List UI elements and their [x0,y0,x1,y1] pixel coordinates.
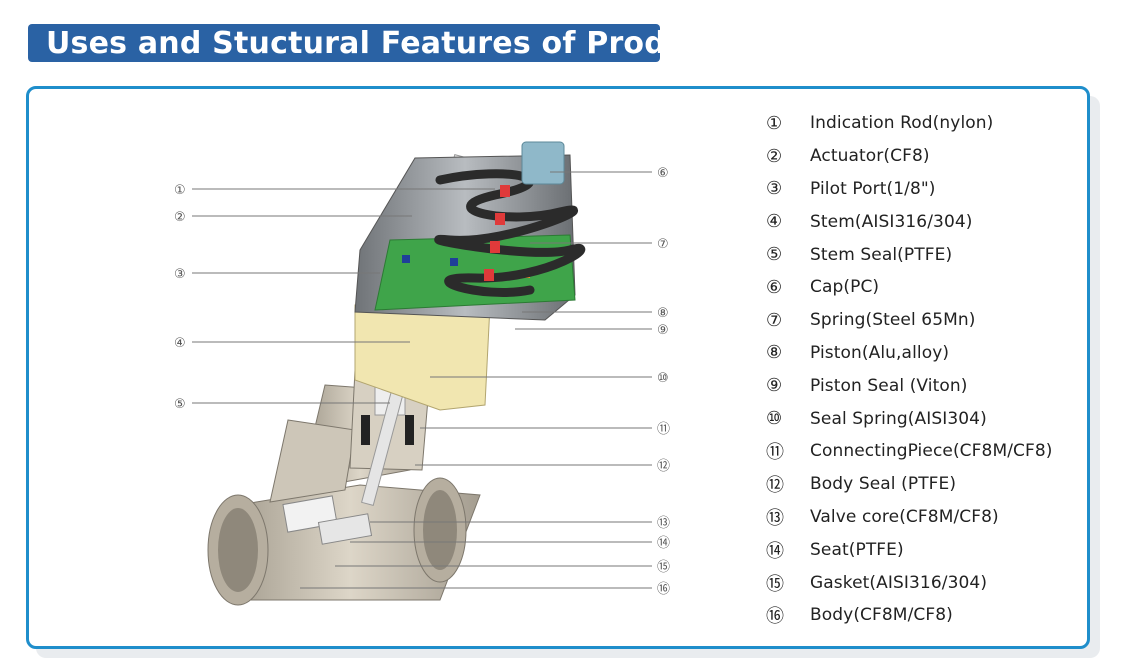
svg-text:⑥: ⑥ [657,166,669,181]
svg-text:④: ④ [174,336,186,351]
title-banner: Uses and Stuctural Features of Product [28,24,720,62]
part-name: Actuator(CF8) [810,146,930,167]
svg-text:①: ① [174,183,186,198]
list-item: ④ Stem(AISI316/304) [766,205,1086,238]
svg-text:⑦: ⑦ [657,237,669,252]
list-item: ⑪ ConnectingPiece(CF8M/CF8) [766,435,1086,468]
cap [521,141,565,185]
list-item: ⑧ Piston(Alu,alloy) [766,337,1086,370]
svg-text:⑪: ⑪ [657,422,670,437]
part-number: ⑨ [766,375,783,397]
svg-text:⑫: ⑫ [657,459,670,474]
part-number: ⑤ [766,244,783,266]
part-number: ③ [766,178,783,200]
part-number: ④ [766,211,783,233]
part-name: Body(CF8M/CF8) [810,605,953,626]
parts-list: ① Indication Rod(nylon) ② Actuator(CF8) ③ P… [766,107,1086,632]
part-number: ⑦ [766,309,783,331]
svg-text:⑩: ⑩ [657,371,669,386]
part-number: ⑮ [766,573,784,595]
part-number: ② [766,145,783,167]
svg-text:⑨: ⑨ [657,323,669,338]
svg-text:⑧: ⑧ [657,306,669,321]
indication-rod [484,185,510,281]
list-item: ② Actuator(CF8) [766,140,1086,173]
part-name: Seat(PTFE) [810,539,904,560]
part-name: Stem(AISI316/304) [810,211,973,232]
list-item: ③ Pilot Port(1/8") [766,173,1086,206]
list-item: ⑯ Body(CF8M/CF8) [766,599,1086,632]
part-number: ⑧ [766,342,783,364]
part-number: ⑭ [766,540,784,562]
list-item: ⑥ Cap(PC) [766,271,1086,304]
part-name: Cap(PC) [810,277,880,298]
part-number: ⑯ [766,606,784,628]
part-name: Stem Seal(PTFE) [810,244,953,265]
part-number: ⑪ [766,442,784,464]
list-item: ① Indication Rod(nylon) [766,107,1086,140]
callouts: ① ② ③ ④ ⑤ ⑥ ⑦ ⑧ ⑨ ⑩ ⑪ ⑫ ⑬ ⑭ ⑮ ⑯ [174,166,670,597]
list-item: ⑫ Body Seal (PTFE) [766,468,1086,501]
part-name: Pilot Port(1/8") [810,178,936,199]
svg-text:⑮: ⑮ [657,560,670,575]
list-item: ⑩ Seal Spring(AISI304) [766,402,1086,435]
part-name: Gasket(AISI316/304) [810,572,988,593]
part-number: ⑫ [766,475,784,497]
valve-diagram: ① ② ③ ④ ⑤ ⑥ ⑦ ⑧ ⑨ ⑩ ⑪ ⑫ ⑬ ⑭ ⑮ ⑯ [174,141,670,606]
part-name: Spring(Steel 65Mn) [810,310,976,331]
part-name: Body Seal (PTFE) [810,474,957,495]
svg-text:⑬: ⑬ [657,516,670,531]
svg-text:⑯: ⑯ [657,582,670,597]
list-item: ⑨ Piston Seal (Viton) [766,369,1086,402]
part-number: ⑬ [766,507,784,529]
page-title: Uses and Stuctural Features of Product [46,26,721,61]
part-name: Piston Seal (Viton) [810,375,968,396]
valve-body [207,384,481,606]
part-number: ⑩ [766,408,783,430]
part-name: Indication Rod(nylon) [810,113,994,134]
actuator-spring [434,169,586,297]
list-item: ⑬ Valve core(CF8M/CF8) [766,501,1086,534]
list-item: ⑤ Stem Seal(PTFE) [766,238,1086,271]
part-number: ① [766,112,783,134]
svg-text:②: ② [174,210,186,225]
list-item: ⑦ Spring(Steel 65Mn) [766,304,1086,337]
part-number: ⑥ [766,276,783,298]
svg-text:⑭: ⑭ [657,536,670,551]
part-name: ConnectingPiece(CF8M/CF8) [810,441,1053,462]
svg-text:⑤: ⑤ [174,397,186,412]
part-name: Seal Spring(AISI304) [810,408,987,429]
list-item: ⑭ Seat(PTFE) [766,533,1086,566]
part-name: Piston(Alu,alloy) [810,342,950,363]
part-name: Valve core(CF8M/CF8) [810,506,999,527]
svg-text:③: ③ [174,267,186,282]
list-item: ⑮ Gasket(AISI316/304) [766,566,1086,599]
